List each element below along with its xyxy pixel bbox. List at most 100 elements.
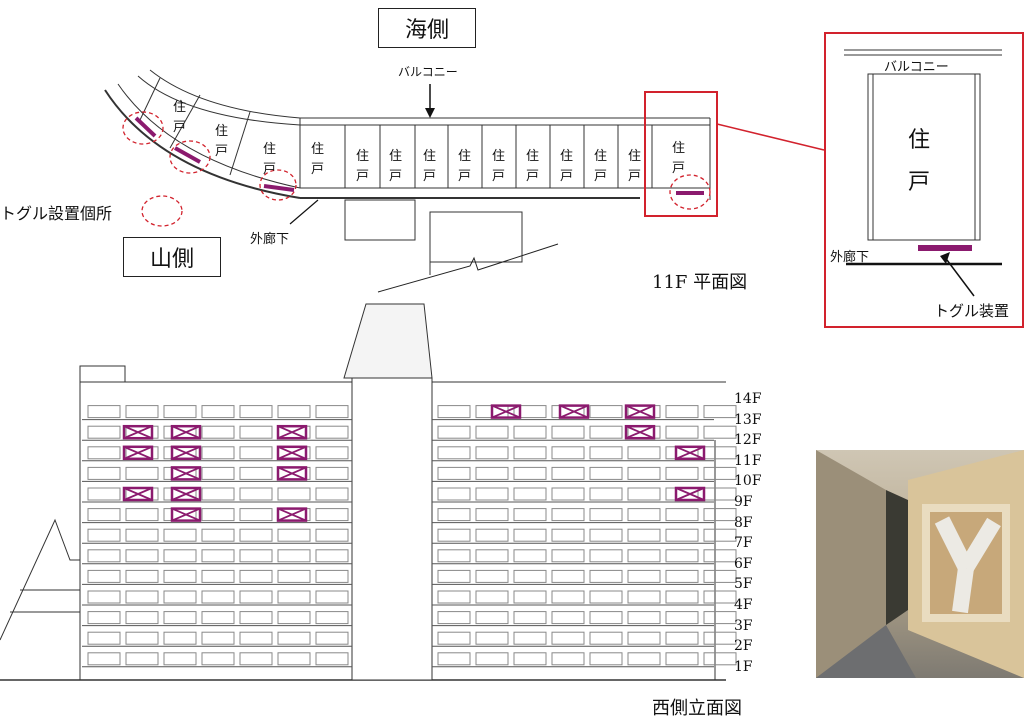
damper-mark-11F xyxy=(674,445,706,461)
window-bay xyxy=(201,508,235,522)
plan-dampers xyxy=(134,116,704,195)
window-bay xyxy=(239,508,273,522)
toggle-detail-inset: バルコニー 住 戸 外廊下 トグル装置 xyxy=(824,32,1024,328)
floor-label-3F: 3F xyxy=(734,617,753,634)
window-bay xyxy=(589,631,623,645)
window-bay xyxy=(163,528,197,542)
window-bay xyxy=(551,569,585,583)
window-bay xyxy=(87,569,121,583)
window-bay xyxy=(589,466,623,480)
window-bay xyxy=(239,528,273,542)
window-bay xyxy=(87,508,121,522)
window-bay xyxy=(665,466,699,480)
window-bay xyxy=(437,487,471,501)
window-bay xyxy=(551,611,585,625)
window-bay xyxy=(627,466,661,480)
plan-unit-char: 住 xyxy=(594,149,608,164)
inset-unit-top: 住 xyxy=(908,128,931,153)
window-bay xyxy=(87,487,121,501)
window-bay xyxy=(475,425,509,439)
window-bay xyxy=(201,466,235,480)
window-bay xyxy=(239,631,273,645)
plan-unit-char: 住 xyxy=(526,149,540,164)
window-bay xyxy=(315,405,349,419)
window-bay xyxy=(475,528,509,542)
window-bay xyxy=(665,549,699,563)
corridor-photo xyxy=(816,450,1024,678)
window-bay xyxy=(87,528,121,542)
window-bay xyxy=(277,590,311,604)
window-bay xyxy=(87,590,121,604)
floor-label-13F: 13F xyxy=(734,411,762,428)
window-bay xyxy=(475,508,509,522)
window-bay xyxy=(703,405,737,419)
plan-unit-char: 住 xyxy=(423,149,437,164)
window-bay xyxy=(125,405,159,419)
window-bay xyxy=(589,569,623,583)
window-bay xyxy=(315,549,349,563)
leader-line xyxy=(716,123,825,151)
damper-brace xyxy=(171,466,201,481)
plan-unit-char: 戸 xyxy=(263,162,277,177)
window-bay xyxy=(437,590,471,604)
floor-plan xyxy=(104,69,711,293)
floor-label-8F: 8F xyxy=(734,514,753,531)
floor-label-10F: 10F xyxy=(734,473,762,490)
plan-unit-char: 戸 xyxy=(215,144,229,159)
window-bay xyxy=(315,446,349,460)
window-bay xyxy=(513,631,547,645)
window-bay xyxy=(551,508,585,522)
window-bay xyxy=(239,652,273,666)
window-bay xyxy=(589,590,623,604)
plan-unit-char: 住 xyxy=(215,124,229,139)
window-bay xyxy=(551,446,585,460)
plan-unit-char: 戸 xyxy=(423,169,437,184)
window-bay xyxy=(703,466,737,480)
window-bay xyxy=(125,549,159,563)
window-bay xyxy=(277,405,311,419)
plan-unit-char: 住 xyxy=(560,149,574,164)
window-bay xyxy=(201,611,235,625)
window-bay xyxy=(315,611,349,625)
window-bay xyxy=(627,631,661,645)
window-bay xyxy=(589,611,623,625)
corridor-label: 外廊下 xyxy=(250,232,290,247)
window-bay xyxy=(163,569,197,583)
damper-brace xyxy=(491,404,521,419)
damper-mark-13F xyxy=(490,404,522,419)
window-bay xyxy=(437,508,471,522)
window-bay xyxy=(315,590,349,604)
window-bay xyxy=(163,425,197,439)
damper-brace xyxy=(625,425,655,440)
toggle-circles xyxy=(122,111,711,227)
window-bay xyxy=(665,631,699,645)
window-bay xyxy=(315,425,349,439)
window-bay xyxy=(551,425,585,439)
window-bay xyxy=(201,569,235,583)
window-bay xyxy=(125,631,159,645)
window-bay xyxy=(475,631,509,645)
plan-unit-char: 戸 xyxy=(492,169,506,184)
damper-mark-9F xyxy=(170,486,202,502)
plan-unit-char: 戸 xyxy=(594,169,608,184)
damper-brace xyxy=(625,404,655,419)
plan-unit-char: 戸 xyxy=(560,169,574,184)
window-bay xyxy=(87,631,121,645)
window-bay xyxy=(239,466,273,480)
damper-brace xyxy=(675,487,705,501)
window-bay xyxy=(475,652,509,666)
window-bay xyxy=(589,549,623,563)
window-bay xyxy=(703,487,737,501)
window-bay xyxy=(475,549,509,563)
damper-mark-10F xyxy=(276,466,308,481)
damper-mark-10F xyxy=(170,466,202,481)
window-bay xyxy=(87,425,121,439)
floor-label-11F: 11F xyxy=(734,452,762,469)
window-bay xyxy=(315,528,349,542)
plan-unit-char: 住 xyxy=(628,149,642,164)
window-bay xyxy=(201,405,235,419)
window-bay xyxy=(703,631,737,645)
window-bay xyxy=(437,528,471,542)
mountain-side-label: 山側 xyxy=(123,237,221,277)
window-bay xyxy=(665,611,699,625)
